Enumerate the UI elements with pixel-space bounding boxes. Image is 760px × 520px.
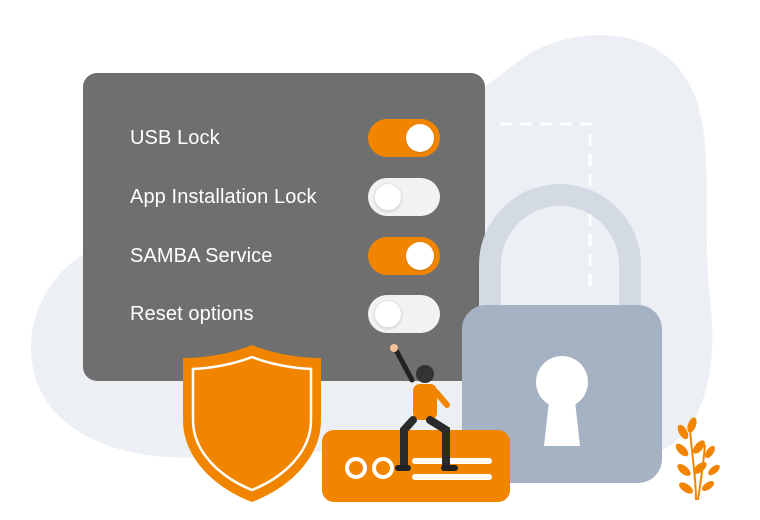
option-row-reset-options: Reset options	[130, 293, 440, 335]
option-row-samba-service: SAMBA Service	[130, 235, 440, 277]
samba-service-toggle[interactable]	[368, 237, 440, 275]
reset-options-toggle[interactable]	[368, 295, 440, 333]
option-label: Reset options	[130, 302, 254, 325]
settings-panel: USB Lock App Installation Lock SAMBA Ser…	[83, 73, 485, 381]
toggle-knob	[374, 300, 402, 328]
option-label: SAMBA Service	[130, 244, 273, 267]
usb-lock-toggle[interactable]	[368, 119, 440, 157]
toggle-knob	[374, 183, 402, 211]
option-row-usb-lock: USB Lock	[130, 117, 440, 159]
toggle-knob	[406, 242, 434, 270]
option-row-app-installation-lock: App Installation Lock	[130, 176, 440, 218]
option-label: App Installation Lock	[130, 185, 317, 208]
option-label: USB Lock	[130, 126, 220, 149]
toggle-knob	[406, 124, 434, 152]
app-installation-lock-toggle[interactable]	[368, 178, 440, 216]
